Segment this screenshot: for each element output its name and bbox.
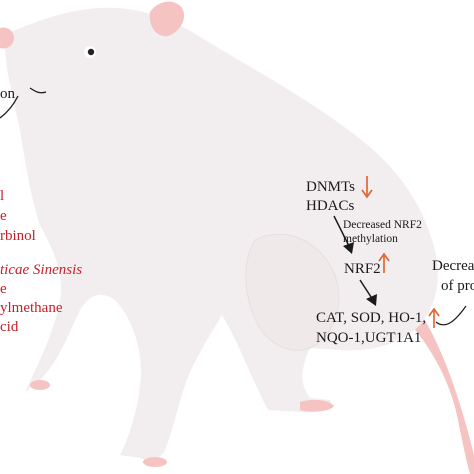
arrow-to-nrf2 (333, 215, 351, 249)
arrow-to-nrf2-head (343, 242, 354, 254)
label-nrf2: NRF2 (344, 261, 381, 277)
rat-body (4, 7, 438, 460)
label-methylation-1: Decreased NRF2 (343, 219, 422, 231)
label-genes-1: CAT, SOD, HO-1, (316, 310, 426, 326)
left-label-compound-3: rbinol (0, 228, 36, 244)
label-genes-2: NQO-1,UGT1A1 (316, 330, 421, 346)
left-label-compound-5: e (0, 281, 7, 297)
up-arrow-icon-genes (428, 307, 440, 328)
left-label-compound-4: ticae Sinensis (0, 262, 82, 278)
left-label-route: on (0, 86, 16, 102)
left-label-compound-1: l (0, 188, 4, 204)
arrow-to-genes-head (366, 294, 377, 306)
mouth-line (29, 87, 47, 94)
label-dnmts: DNMTs (306, 179, 355, 195)
left-label-compound-2: e (0, 208, 7, 224)
left-label-compound-7: cid (0, 319, 19, 335)
arrow-to-genes (359, 279, 374, 301)
right-label-1: Decrea (432, 258, 474, 274)
down-arrow-icon (361, 176, 373, 199)
rat-hind-paw (300, 399, 334, 412)
rat-front-paw-2 (30, 380, 50, 390)
label-methylation-2: methylation (343, 233, 398, 245)
mouth-arrow (0, 95, 19, 119)
up-arrow-icon (378, 252, 390, 273)
rat-eye-pupil (87, 48, 95, 56)
left-label-compound-6: ylmethane (0, 300, 63, 316)
rat-hind-leg (245, 233, 340, 351)
rat-ear (149, 1, 185, 37)
connector-right (435, 305, 467, 326)
rat-nose (0, 27, 14, 49)
rat-front-paw (143, 457, 167, 467)
right-label-2: of pro (441, 278, 474, 294)
label-hdacs: HDACs (306, 198, 355, 214)
